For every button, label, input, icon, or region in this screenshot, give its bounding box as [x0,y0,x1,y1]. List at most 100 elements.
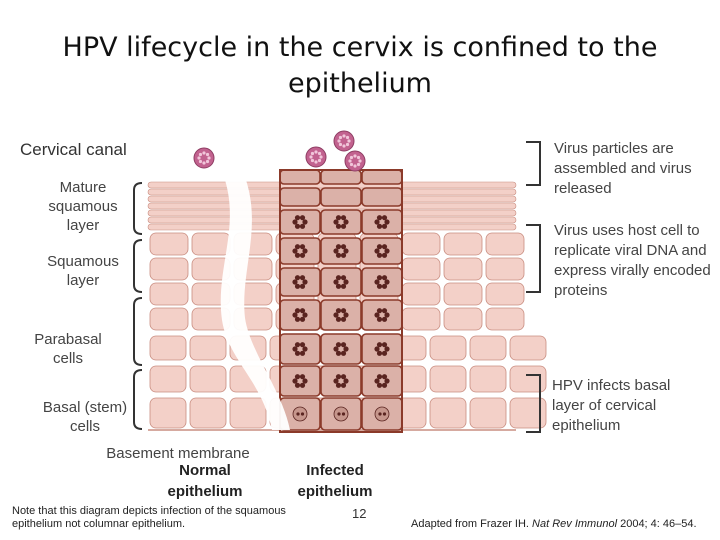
infected-cell [279,299,321,331]
footnote: Note that this diagram depicts infection… [12,505,286,530]
bracket-squamous [133,239,143,293]
bracket-released [526,141,541,186]
normal-epithelium-label: Normal epithelium [167,462,243,500]
layer-brackets [133,141,541,433]
virus-particle [344,150,366,172]
virus-nucleus [292,308,308,322]
virus-nucleus [292,244,308,258]
virus-nucleus [374,374,390,388]
bracket-infects [526,374,541,433]
bracket-mature-squamous [133,182,143,235]
normal-cell [469,335,507,361]
normal-cell [509,365,547,393]
infected-cell [279,267,321,297]
normal-cell [229,397,267,429]
infected-cell [320,187,362,207]
normal-cell [189,335,227,361]
viral-episome [337,412,341,416]
virus-nucleus [374,308,390,322]
infected-epithelium-cells [279,169,403,433]
infected-cell [320,209,362,235]
mature-squamous-label: Mature squamous layer [48,179,118,234]
virus-nucleus [333,215,349,229]
basal-nucleus [292,406,308,422]
infected-cell [361,237,403,265]
normal-cell [189,365,227,393]
page-number: 12 [352,506,367,521]
hpv-infects-label: HPV infects basal layer of cervical epit… [552,377,671,434]
normal-cell [191,232,231,256]
normal-cell [401,282,441,306]
infected-cell [279,187,321,207]
tissue-crack [220,180,290,430]
normal-cell [429,365,467,393]
infected-epithelium-label: Infected epithelium [297,462,373,500]
normal-cell [509,335,547,361]
citation: Adapted from Frazer IH. Nat Rev Immunol … [411,518,697,530]
normal-cell [469,365,507,393]
virus-particle [193,147,215,169]
virus-particle [333,130,355,152]
normal-cell [443,307,483,331]
bracket-replicate [526,224,541,293]
infected-cell [279,365,321,397]
normal-cell [401,257,441,281]
normal-cell [485,257,525,281]
basal-nucleus [374,406,390,422]
virus-nucleus [292,342,308,356]
virus-nucleus [333,275,349,289]
infected-cell [361,299,403,331]
normal-cell [149,232,189,256]
virus-nucleus [374,275,390,289]
citation-journal: Nat Rev Immunol [532,518,618,530]
virus-nucleus [374,215,390,229]
normal-cell [485,232,525,256]
parabasal-label: Parabasal cells [34,331,102,367]
viral-episome [341,412,346,416]
normal-cell [509,397,547,429]
infected-cell [361,209,403,235]
normal-cell [485,282,525,306]
squamous-label: Squamous layer [47,253,119,289]
infected-cell [320,299,362,331]
normal-cell [443,257,483,281]
normal-cell [485,307,525,331]
infected-cell [320,237,362,265]
infected-cell [361,187,403,207]
virus-nucleus [374,244,390,258]
viral-episome [382,412,387,416]
virus-nucleus [292,374,308,388]
normal-cell [149,282,189,306]
viral-episome [296,412,300,416]
normal-cell [149,397,187,429]
virus-nucleus [374,342,390,356]
normal-cell [189,397,227,429]
infected-cell [279,333,321,365]
virus-nucleus [333,342,349,356]
normal-cell [443,282,483,306]
infected-cell [279,209,321,235]
normal-cell [469,397,507,429]
virus-replicate-label: Virus uses host cell to replicate viral … [554,222,711,299]
infected-cell [279,237,321,265]
viral-episome [378,412,382,416]
bracket-parabasal [133,297,143,366]
virus-nucleus [333,308,349,322]
normal-cell [149,307,189,331]
citation-suffix: 2004; 4: 46–54. [617,518,697,530]
infected-cell [361,169,403,185]
infected-cell [320,169,362,185]
normal-cell [149,365,187,393]
normal-cell [401,307,441,331]
citation-prefix: Adapted from Frazer IH. [411,518,533,530]
basal-nucleus [333,406,349,422]
normal-cell [401,232,441,256]
virus-nucleus [292,275,308,289]
slide-title: HPV lifecycle in the cervix is confined … [62,32,658,99]
virus-nucleus [333,374,349,388]
viral-episome [300,412,305,416]
cervical-canal-label: Cervical canal [20,140,127,159]
infected-column-border [279,169,403,433]
infected-cell [361,333,403,365]
